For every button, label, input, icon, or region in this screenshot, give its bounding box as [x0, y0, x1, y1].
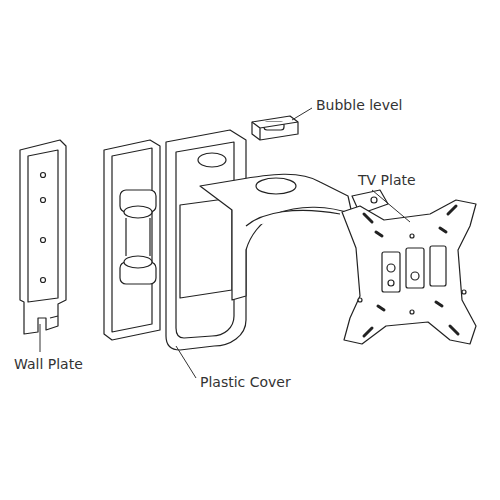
- part-label: Plastic Cover: [198, 374, 293, 391]
- part-label: Bubble level: [314, 97, 405, 114]
- part-label: TV Plate: [356, 172, 418, 189]
- leader-lines: [40, 108, 410, 378]
- part-label: Wall Plate: [12, 356, 85, 373]
- bubble-level: [252, 116, 298, 140]
- wall-plate: [20, 140, 66, 334]
- hinge-bracket: [104, 140, 160, 340]
